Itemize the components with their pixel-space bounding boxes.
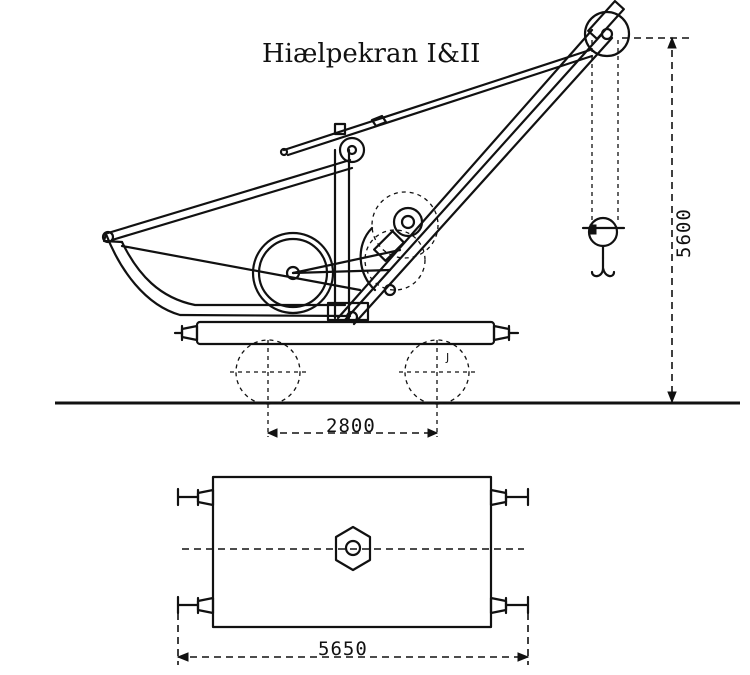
bearing-mark: J <box>445 351 449 364</box>
plan-buffers <box>176 487 530 615</box>
frame-length-label: 5650 <box>318 638 368 660</box>
counter-arm <box>101 158 362 318</box>
wagon-frame-plan <box>211 475 493 629</box>
winch-drum <box>371 191 439 259</box>
luffing-rope <box>279 48 594 157</box>
wheels: J <box>230 339 475 437</box>
height-label: 5600 <box>673 208 695 258</box>
side-elevation: J <box>55 0 740 438</box>
frame-length-dimension: 5650 <box>176 613 530 665</box>
hook-assembly <box>581 40 626 278</box>
wagon-frame-side <box>173 320 520 346</box>
hand-wheel <box>251 231 335 315</box>
winch-assembly <box>251 191 439 315</box>
wheelbase-label: 2800 <box>326 415 376 437</box>
crane-hook <box>590 256 616 278</box>
slewing-pivot <box>334 525 372 572</box>
plan-view: 5650 <box>176 475 530 665</box>
drawing-title: Hiælpekran I&II <box>262 39 480 69</box>
mast <box>326 136 370 322</box>
wheelbase-dimension: 2800 <box>266 415 439 438</box>
boom-head-sheave <box>583 10 631 58</box>
height-dimension: 5600 <box>622 36 695 404</box>
